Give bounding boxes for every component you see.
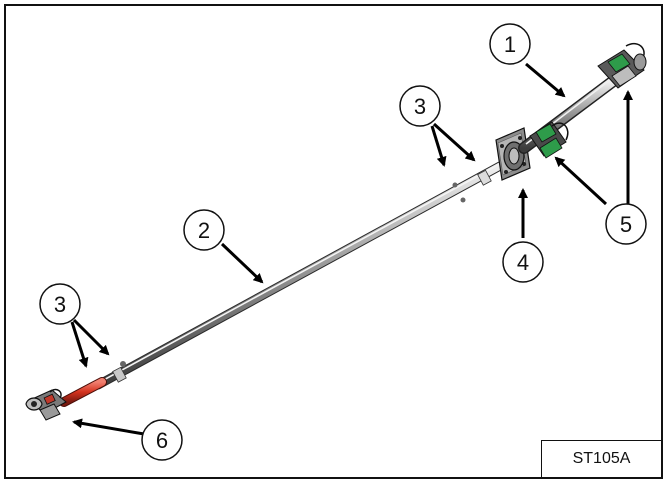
callout-4: 4 [502,241,544,283]
shaft-clamp-lower [112,361,127,383]
shaft-clamp-upper [452,169,492,203]
arrow-2 [220,242,264,284]
lower-steering-shaft [93,161,505,390]
svg-text:3: 3 [414,94,426,119]
callout-3-upper: 3 [399,85,441,127]
figure-id-label: ST105A [541,440,661,477]
svg-text:2: 2 [198,218,210,243]
svg-text:1: 1 [504,32,516,57]
svg-text:3: 3 [54,292,66,317]
arrow-6 [72,418,145,436]
lower-universal-joint [25,388,67,421]
svg-text:6: 6 [156,428,168,453]
upper-universal-joint [597,42,647,89]
arrow-3a-left [430,125,447,167]
arrow-3b-right [72,318,110,356]
arrow-3b-left [70,321,89,368]
leader-arrows [70,62,633,436]
arrow-3a-right [432,122,476,162]
diagram-frame [4,4,663,479]
arrow-5-left [554,156,608,206]
callout-6: 6 [141,419,183,461]
callout-3-lower: 3 [39,283,81,325]
callout-2: 2 [183,209,225,251]
callout-1: 1 [489,23,531,65]
arrow-1 [525,62,566,98]
svg-text:5: 5 [620,212,632,237]
middle-universal-joint [529,121,569,159]
bearing-plate [495,127,531,181]
callout-5: 5 [605,203,647,245]
svg-text:4: 4 [517,250,529,275]
red-sleeve [59,377,107,407]
